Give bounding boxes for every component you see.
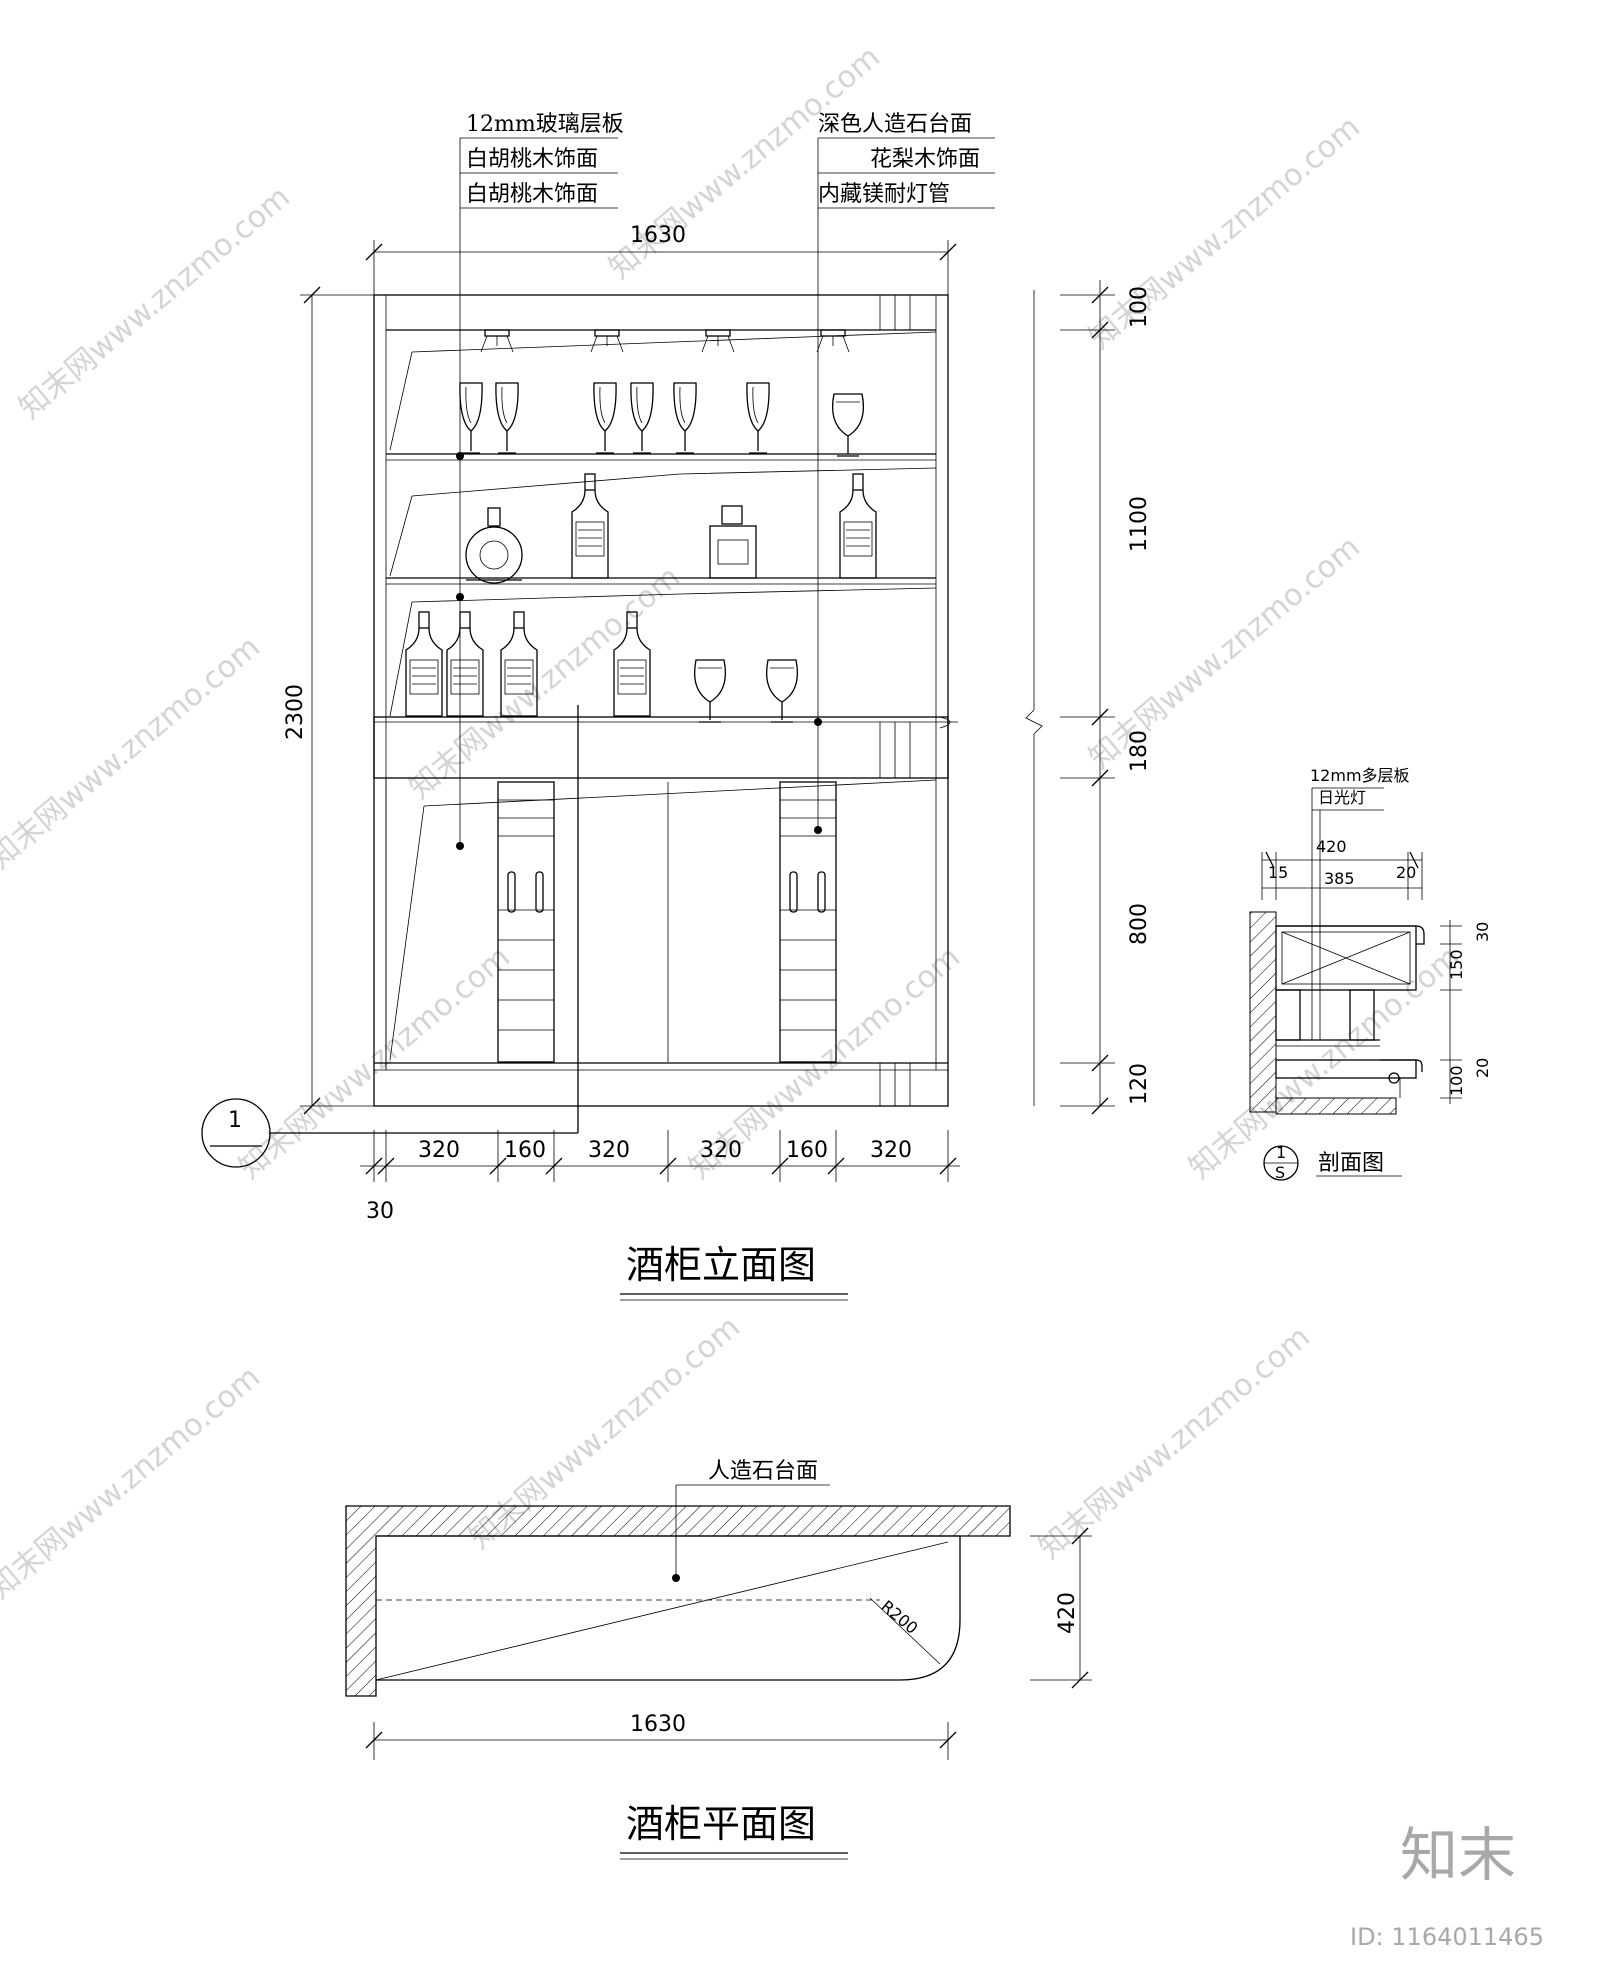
callout-right: 深色人造石台面 花梨木饰面 内藏镁耐灯管: [814, 112, 995, 834]
section-marker-top: 1: [1276, 1143, 1286, 1162]
plan-label: 人造石台面: [708, 1459, 818, 1484]
dim-right: 100 1100 180 800 120: [1060, 280, 1152, 1115]
watermark: 知末网www.znzmo.com: [0, 1360, 267, 1606]
cabinet-body: [373, 290, 1043, 1107]
dim-bottom: 320 160 320 320 160 320 30: [360, 1130, 960, 1224]
label-walnut-2: 白胡桃木饰面: [466, 182, 598, 207]
plan-dim-width: 1630: [630, 1712, 686, 1737]
dim-bottom-3: 320: [588, 1138, 630, 1163]
section-title: 剖面图: [1318, 1151, 1384, 1176]
plan-dim-depth: 420: [1055, 1592, 1080, 1634]
brand-logo: 知末: [1400, 1821, 1516, 1889]
dim-right-120: 120: [1127, 1063, 1152, 1105]
dim-right-100: 100: [1127, 286, 1152, 328]
label-rosewood: 花梨木饰面: [870, 147, 980, 172]
lamps: [480, 329, 850, 353]
dim-height-label: 2300: [283, 684, 308, 740]
watermark: 知末网www.znzmo.com: [0, 630, 267, 876]
section-marker: 1: [201, 705, 579, 1168]
section-dim-20b: 20: [1473, 1058, 1492, 1078]
dim-bottom-1: 320: [418, 1138, 460, 1163]
section-dim-30: 30: [1473, 922, 1492, 942]
dim-bottom-5: 160: [786, 1138, 828, 1163]
dim-right-800: 800: [1127, 903, 1152, 945]
elevation-view: 12mm玻璃层板 白胡桃木饰面 白胡桃木饰面 深色人造石台面 花梨木饰面 内藏镁…: [201, 112, 1152, 1301]
section-dim-100: 100: [1447, 1065, 1466, 1096]
label-dark-stone-top: 深色人造石台面: [818, 112, 972, 137]
dim-width-label: 1630: [630, 223, 686, 248]
plan-view: 人造石台面 R200 1630 420 酒柜平面图: [345, 1459, 1092, 1860]
section-view: 12mm多层板 日光灯 420 15 385 20: [1249, 766, 1492, 1182]
door-stripes: [498, 799, 836, 1031]
door-handle: [507, 871, 516, 913]
watermark: 知末网www.znzmo.com: [403, 560, 687, 806]
plan-radius: R200: [877, 1597, 921, 1638]
square-bottle: [709, 505, 757, 579]
dim-right-180: 180: [1127, 730, 1152, 772]
door-handle: [817, 871, 826, 913]
dim-bottom-2: 160: [504, 1138, 546, 1163]
section-dim-20: 20: [1396, 863, 1416, 882]
section-label-board: 12mm多层板: [1310, 766, 1410, 785]
dim-left: 2300: [283, 286, 374, 1115]
watermark: 知末网www.znzmo.com: [1083, 110, 1367, 356]
wine-glasses: [459, 382, 865, 457]
dim-offset: 30: [366, 1199, 394, 1224]
label-hidden-lamp: 内藏镁耐灯管: [818, 182, 950, 207]
section-dim-total: 420: [1316, 837, 1347, 856]
section-dim-385: 385: [1324, 869, 1355, 888]
plan-title: 酒柜平面图: [626, 1802, 816, 1846]
bottles-middle: [465, 473, 877, 584]
door-handle: [789, 871, 798, 913]
dim-right-1100: 1100: [1127, 496, 1152, 552]
watermark: 知末网www.znzmo.com: [603, 40, 887, 286]
section-marker-number: 1: [228, 1108, 242, 1133]
watermark-layer: 知末网www.znzmo.com 知末网www.znzmo.com 知末网www…: [0, 40, 1467, 1606]
section-label-lamp: 日光灯: [1318, 788, 1366, 807]
dim-top: 1630: [365, 223, 957, 295]
round-bottle: [465, 507, 523, 584]
watermark: 知末网www.znzmo.com: [1033, 1320, 1317, 1566]
watermark: 知末网www.znzmo.com: [13, 180, 297, 426]
section-dim-150: 150: [1447, 949, 1466, 980]
watermark: 知末网www.znzmo.com: [1183, 940, 1467, 1186]
label-glass-shelf: 12mm玻璃层板: [466, 112, 624, 137]
label-walnut-1: 白胡桃木饰面: [466, 147, 598, 172]
elevation-title: 酒柜立面图: [626, 1243, 816, 1287]
section-marker-bottom: S: [1275, 1163, 1285, 1182]
watermark: 知末网www.znzmo.com: [1083, 530, 1367, 776]
dim-bottom-4: 320: [700, 1138, 742, 1163]
section-dim-15: 15: [1268, 863, 1288, 882]
door-handle: [535, 871, 544, 913]
image-id: ID: 1164011465: [1350, 1923, 1544, 1951]
dim-bottom-6: 320: [870, 1138, 912, 1163]
